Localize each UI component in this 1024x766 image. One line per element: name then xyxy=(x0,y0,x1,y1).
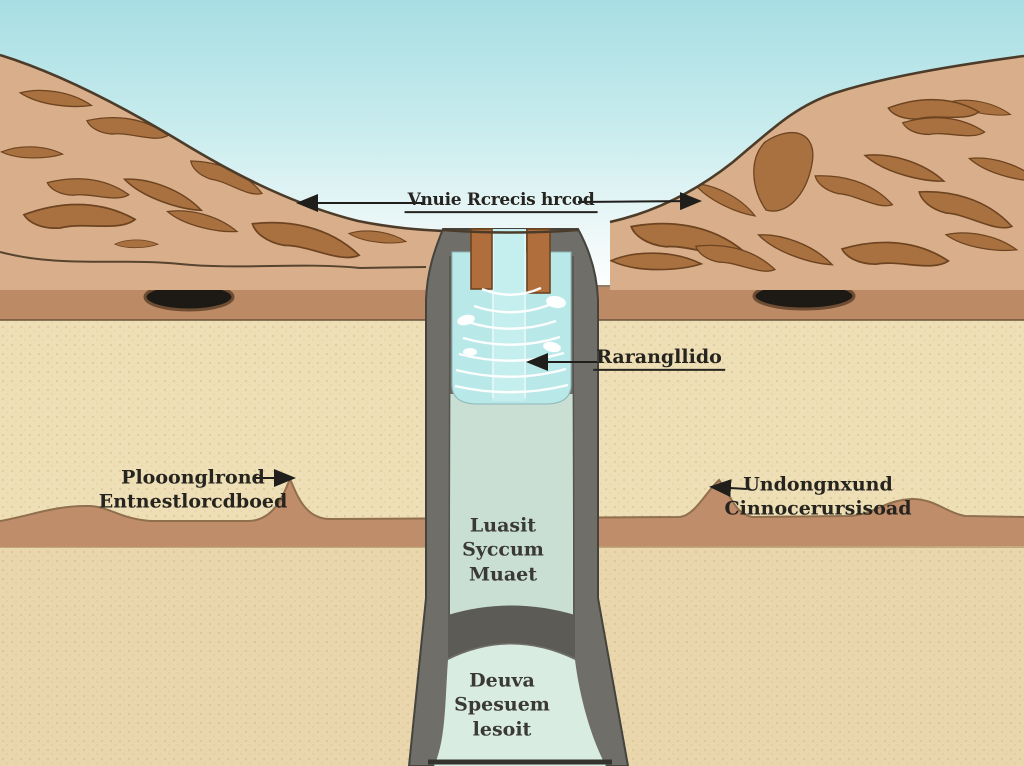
left-hill-surface-line xyxy=(0,53,445,233)
wall-inner-edge-right xyxy=(572,255,575,617)
well-opening-rim-line xyxy=(442,228,579,234)
wellhead-pillar-right xyxy=(526,228,551,294)
arrow-right-label xyxy=(709,479,748,498)
label-shaft-middle-line3: Muaet xyxy=(468,563,538,586)
label-deep-water-line1: Deuva xyxy=(469,669,535,692)
arrow-surface-right xyxy=(577,192,702,211)
label-deep-water: Deuva Spesuem lesoit xyxy=(454,669,550,742)
label-deep-water-line2: Spesuem xyxy=(454,693,550,716)
wall-inner-edge-left xyxy=(448,255,451,617)
wavy-band-top-edge xyxy=(0,476,1024,522)
label-shaft-pointer-text: Rarangllido xyxy=(593,345,725,371)
label-underground-left-line1: Plooonglrond xyxy=(121,466,265,489)
label-shaft-middle: Luasit Syccum Muaet xyxy=(462,514,544,587)
waterfall-strip xyxy=(492,229,526,401)
wellhead-pillar-left xyxy=(470,228,493,290)
wavy-aquitard-band xyxy=(0,479,1024,547)
left-hill-foot-line xyxy=(0,251,427,270)
shaft-still-water xyxy=(450,394,573,622)
cascade-ripples xyxy=(454,286,569,394)
label-deep-water-line3: lesoit xyxy=(472,718,532,741)
label-underground-right-line2: Cinnocerursisoad xyxy=(724,498,912,520)
label-surface-head-text: Vnuie Rcrecis hrcod xyxy=(404,190,598,214)
label-surface-head: Vnuie Rcrecis hrcod xyxy=(404,190,598,214)
deep-water-dome xyxy=(434,644,606,766)
right-hill-surface-line xyxy=(609,54,1024,224)
cascade-foam-blobs xyxy=(457,295,566,356)
label-underground-left: Plooonglrond Entnestlorcdboed xyxy=(99,466,288,515)
label-underground-right: Undongnxund Cinnocerursisoad xyxy=(724,473,911,522)
label-shaft-middle-line1: Luasit xyxy=(469,514,537,537)
label-underground-left-line2: Entnestlorcdboed xyxy=(98,491,288,513)
pointer-arrows xyxy=(256,192,748,498)
label-shaft-middle-line2: Syccum xyxy=(462,538,544,561)
label-underground-right-line1: Undongnxund xyxy=(743,473,893,496)
right-hill-streaks xyxy=(610,92,1024,285)
label-shaft-pointer: Rarangllido xyxy=(593,345,725,371)
shaft-arch-separator xyxy=(448,605,575,658)
